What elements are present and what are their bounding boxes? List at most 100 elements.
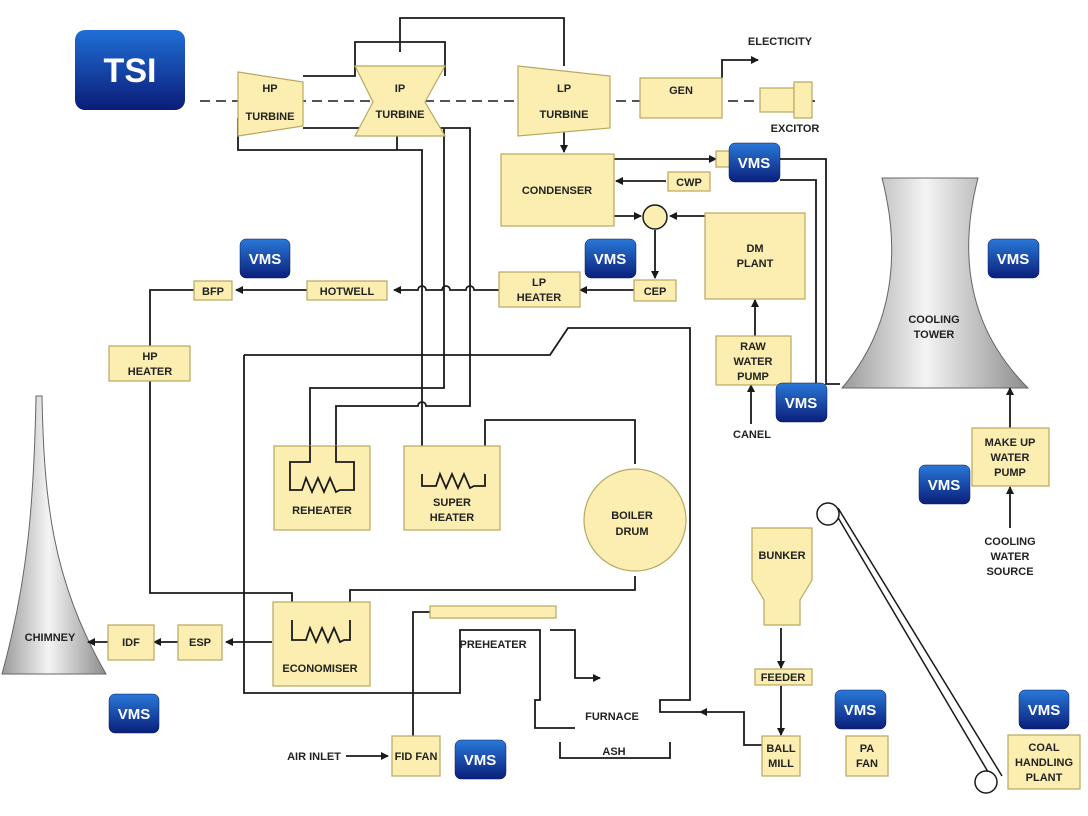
cep[interactable]: CEP: [633, 279, 677, 302]
condenser-pump-outlet: [715, 150, 731, 168]
svg-text:PUMP: PUMP: [994, 467, 1026, 479]
hotwell[interactable]: HOTWELL: [306, 280, 388, 301]
feeder[interactable]: FEEDER: [754, 668, 813, 686]
svg-text:VMS: VMS: [844, 702, 877, 719]
svg-text:TSI: TSI: [104, 52, 157, 90]
svg-text:SUPER: SUPER: [433, 497, 471, 509]
svg-text:PLANT: PLANT: [1026, 772, 1063, 784]
svg-text:ECONOMISER: ECONOMISER: [282, 663, 357, 675]
fid-fan[interactable]: FID FAN: [391, 735, 441, 777]
vms-badge-bfp[interactable]: VMS: [239, 238, 291, 279]
esp[interactable]: ESP: [177, 624, 223, 661]
svg-text:CWP: CWP: [676, 177, 702, 189]
tsi-logo: TSI: [75, 30, 185, 110]
vms-badge-idf[interactable]: VMS: [108, 693, 160, 734]
svg-text:VMS: VMS: [249, 251, 282, 268]
conveyor-pulley-bottom: [974, 770, 998, 794]
svg-text:COOLING: COOLING: [908, 314, 959, 326]
idf[interactable]: IDF: [107, 624, 155, 661]
svg-text:TURBINE: TURBINE: [246, 111, 295, 123]
condenser[interactable]: CONDENSER: [500, 153, 615, 227]
svg-text:FAN: FAN: [856, 758, 878, 770]
svg-text:LP: LP: [532, 277, 546, 289]
svg-text:VMS: VMS: [785, 395, 818, 412]
svg-text:VMS: VMS: [118, 706, 151, 723]
lp-turbine[interactable]: LP TURBINE: [517, 65, 611, 137]
furnace-label: FURNACE: [585, 711, 639, 723]
hp-heater[interactable]: HP HEATER: [108, 345, 191, 382]
ash-label: ASH: [602, 746, 625, 758]
boiler-drum[interactable]: BOILER DRUM: [583, 468, 687, 572]
svg-text:VMS: VMS: [1028, 702, 1061, 719]
lp-heater[interactable]: LP HEATER: [498, 271, 581, 308]
svg-text:SOURCE: SOURCE: [986, 566, 1033, 578]
dm-plant[interactable]: DM PLANT: [704, 212, 806, 300]
raw-water-pump[interactable]: RAW WATER PUMP: [715, 335, 792, 386]
coal-handling-plant[interactable]: COAL HANDLING PLANT: [1007, 734, 1081, 790]
svg-text:HEATER: HEATER: [128, 366, 172, 378]
vms-badge-raw-water-pump[interactable]: VMS: [775, 382, 828, 423]
svg-text:FEEDER: FEEDER: [761, 672, 806, 684]
vms-badge-condenser[interactable]: VMS: [728, 142, 781, 183]
svg-text:WATER: WATER: [991, 551, 1030, 563]
svg-text:HP: HP: [142, 351, 157, 363]
conveyor-pulley-top: [816, 502, 840, 526]
svg-text:HP: HP: [262, 83, 277, 95]
air-inlet-label: AIR INLET: [287, 751, 341, 763]
reheater[interactable]: REHEATER: [273, 445, 371, 531]
vms-badge-coal-handling[interactable]: VMS: [1018, 689, 1070, 730]
svg-text:CEP: CEP: [644, 286, 667, 298]
svg-text:BOILER: BOILER: [611, 510, 653, 522]
svg-text:CHIMNEY: CHIMNEY: [25, 632, 76, 644]
svg-text:IDF: IDF: [122, 637, 140, 649]
generator[interactable]: GEN: [639, 77, 723, 119]
svg-text:WATER: WATER: [734, 356, 773, 368]
svg-text:REHEATER: REHEATER: [292, 505, 352, 517]
svg-text:MAKE UP: MAKE UP: [985, 437, 1036, 449]
bunker[interactable]: BUNKER: [751, 527, 813, 626]
ip-turbine[interactable]: IP TURBINE: [354, 65, 447, 137]
svg-text:PUMP: PUMP: [737, 371, 769, 383]
pa-fan[interactable]: PA FAN: [845, 735, 889, 777]
vms-badge-cooling-tower[interactable]: VMS: [987, 238, 1040, 279]
mixing-junction: [642, 204, 668, 230]
svg-text:LP: LP: [557, 83, 571, 95]
preheater[interactable]: PREHEATER: [429, 605, 557, 651]
svg-text:VMS: VMS: [594, 251, 627, 268]
vms-badge-fid-fan[interactable]: VMS: [454, 739, 507, 780]
svg-text:HOTWELL: HOTWELL: [320, 286, 375, 298]
svg-text:RAW: RAW: [740, 341, 766, 353]
svg-text:EXCITOR: EXCITOR: [771, 123, 820, 135]
cooling-water-source-label: COOLING WATER SOURCE: [984, 536, 1035, 578]
vms-badge-make-up-pump[interactable]: VMS: [918, 464, 971, 505]
ball-mill[interactable]: BALL MILL: [761, 735, 801, 777]
svg-text:PREHEATER: PREHEATER: [459, 639, 526, 651]
svg-text:PLANT: PLANT: [737, 258, 774, 270]
cwp[interactable]: CWP: [667, 171, 711, 192]
cooling-tower: COOLING TOWER: [840, 177, 1030, 389]
svg-text:PA: PA: [860, 743, 875, 755]
svg-text:TOWER: TOWER: [914, 329, 955, 341]
svg-text:HEATER: HEATER: [517, 292, 561, 304]
make-up-water-pump[interactable]: MAKE UP WATER PUMP: [971, 427, 1050, 487]
super-heater[interactable]: SUPER HEATER: [403, 445, 501, 531]
svg-text:WATER: WATER: [991, 452, 1030, 464]
svg-text:BFP: BFP: [202, 286, 224, 298]
excitor[interactable]: EXCITOR: [759, 81, 820, 135]
economiser[interactable]: ECONOMISER: [272, 601, 371, 687]
hp-turbine[interactable]: HP TURBINE: [237, 71, 304, 137]
vms-badge-cep[interactable]: VMS: [584, 238, 637, 279]
svg-text:CONDENSER: CONDENSER: [522, 185, 592, 197]
svg-text:HANDLING: HANDLING: [1015, 757, 1073, 769]
svg-text:COOLING: COOLING: [984, 536, 1035, 548]
svg-text:COAL: COAL: [1028, 742, 1059, 754]
bfp[interactable]: BFP: [193, 280, 233, 301]
svg-text:BUNKER: BUNKER: [758, 550, 805, 562]
svg-text:BALL: BALL: [766, 743, 796, 755]
svg-text:VMS: VMS: [464, 752, 497, 769]
svg-text:GEN: GEN: [669, 85, 693, 97]
svg-text:MILL: MILL: [768, 758, 794, 770]
vms-badge-pa-fan[interactable]: VMS: [834, 689, 887, 730]
